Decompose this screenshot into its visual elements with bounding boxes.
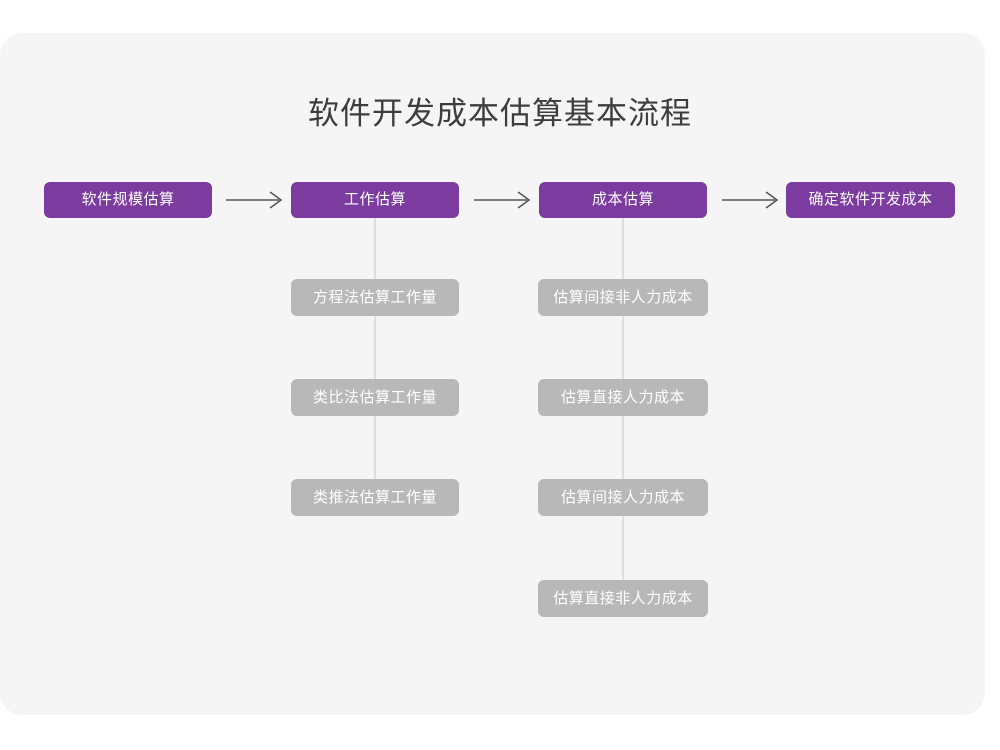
node-effort-3[interactable]: 类推法估算工作量 (291, 479, 459, 516)
diagram-card (0, 33, 985, 715)
arrow-right-icon-2 (470, 186, 536, 214)
connector-line-effort (374, 218, 376, 498)
node-stage-4[interactable]: 确定软件开发成本 (786, 182, 955, 218)
arrow-right-icon-1 (222, 186, 288, 214)
node-stage-1[interactable]: 软件规模估算 (44, 182, 212, 218)
node-cost-2[interactable]: 估算直接人力成本 (538, 379, 708, 416)
page-title: 软件开发成本估算基本流程 (308, 96, 692, 131)
arrow-right-icon-3 (718, 186, 784, 214)
node-cost-1[interactable]: 估算间接非人力成本 (538, 279, 708, 316)
node-stage-3[interactable]: 成本估算 (539, 182, 707, 218)
node-stage-2[interactable]: 工作估算 (291, 182, 459, 218)
node-cost-3[interactable]: 估算间接人力成本 (538, 479, 708, 516)
node-effort-2[interactable]: 类比法估算工作量 (291, 379, 459, 416)
node-effort-1[interactable]: 方程法估算工作量 (291, 279, 459, 316)
node-cost-4[interactable]: 估算直接非人力成本 (538, 580, 708, 617)
